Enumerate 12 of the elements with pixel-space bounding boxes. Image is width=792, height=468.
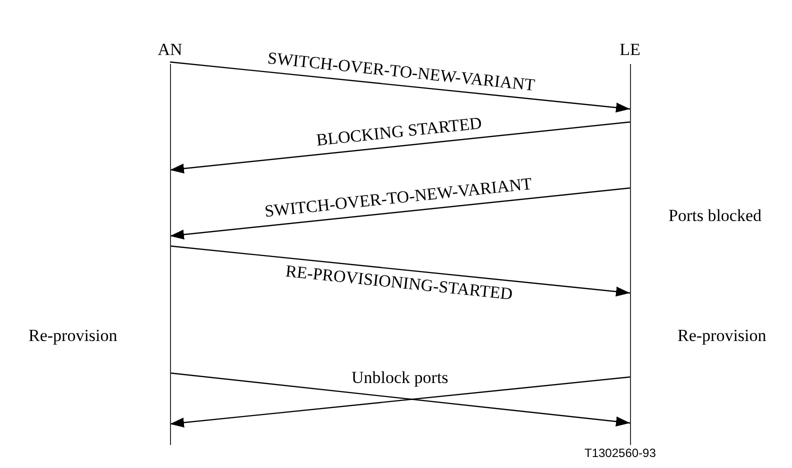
- edge-label: Unblock ports: [350, 369, 450, 387]
- figure-number: T1302560-93: [584, 445, 656, 462]
- arrow: [170, 187, 630, 240]
- edge-label: BLOCKING STARTED: [314, 114, 484, 150]
- side-note: Re-provision: [678, 326, 766, 346]
- arrow: [170, 245, 630, 297]
- lifeline-heading: LE: [618, 40, 642, 60]
- arrow: [170, 121, 630, 174]
- lifeline-heading: AN: [156, 40, 184, 60]
- side-note: Ports blocked: [668, 206, 762, 226]
- arrow: [170, 61, 630, 113]
- side-note: Re-provision: [28, 326, 118, 346]
